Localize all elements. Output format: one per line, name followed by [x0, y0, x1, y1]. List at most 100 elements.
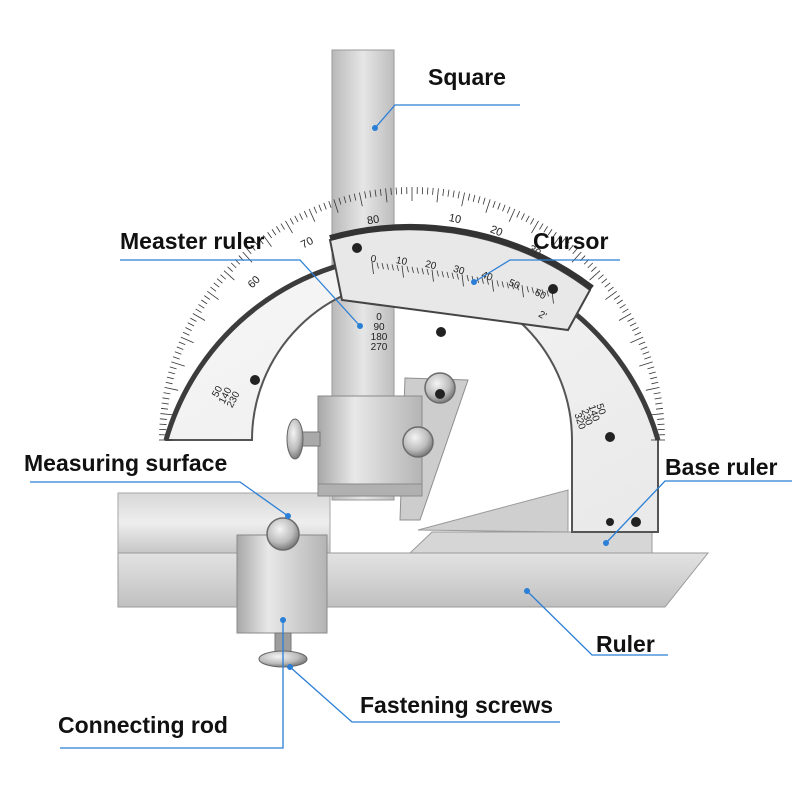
leader-dot	[471, 279, 477, 285]
main-scale-tick	[543, 226, 548, 233]
base-ruler-strip	[408, 531, 653, 554]
vernier-tick	[411, 266, 414, 273]
main-scale-zero-label: 180	[371, 332, 388, 343]
label-measter-ruler: Measter ruler	[120, 228, 265, 254]
side-knob-shaft	[301, 431, 321, 447]
vernier-tick	[526, 286, 529, 293]
main-scale-label: 10	[448, 212, 462, 226]
main-scale-tick	[627, 317, 634, 322]
vernier-tick	[541, 289, 544, 296]
main-scale-side-label: 230	[579, 408, 595, 428]
side-knob-icon	[286, 418, 304, 460]
main-scale-tick	[164, 387, 179, 391]
main-scale-tick	[280, 223, 285, 230]
main-scale-tick	[601, 278, 608, 284]
main-scale-tick	[216, 278, 223, 284]
main-scale-tick	[223, 270, 235, 281]
main-scale-tick	[180, 336, 194, 344]
leader-line	[120, 259, 361, 327]
main-scale-tick	[552, 235, 562, 247]
main-scale-tick	[187, 322, 195, 327]
main-scale-tick	[250, 244, 256, 251]
main-scale-tick	[547, 229, 553, 236]
main-scale-tick	[213, 282, 220, 288]
main-scale-tick	[531, 220, 539, 234]
rivet-icon	[548, 284, 558, 294]
vernier-tick	[441, 271, 444, 278]
label-cursor: Cursor	[533, 228, 609, 254]
main-scale-tick	[657, 418, 665, 420]
vernier-tick	[401, 265, 404, 278]
main-scale-tick	[171, 361, 185, 367]
main-scale-tick	[333, 199, 339, 213]
rivet-icon	[352, 243, 362, 253]
main-scale-tick	[654, 397, 662, 400]
rivet-icon	[250, 375, 260, 385]
main-scale-tick	[589, 270, 601, 281]
leader-dot	[280, 617, 286, 623]
main-scale-tick	[267, 232, 272, 239]
main-scale-tick	[560, 238, 566, 245]
vernier-tick	[536, 288, 539, 295]
main-scale-tick	[308, 208, 316, 222]
label-ruler: Ruler	[596, 631, 655, 657]
vernier-tick	[396, 264, 399, 272]
main-scale-tick	[338, 197, 342, 205]
vernier-tick	[506, 282, 509, 289]
main-scale-tick	[629, 322, 637, 327]
main-scale-tick	[174, 351, 182, 355]
main-scale-tick	[457, 191, 460, 199]
vernier-tick	[546, 290, 549, 297]
main-scale-tick	[587, 262, 594, 269]
vernier-tick	[436, 270, 439, 277]
main-scale-side-label: 320	[572, 412, 588, 432]
vernier-label: 10	[395, 255, 408, 268]
leader-dot	[603, 540, 609, 546]
main-scale-tick	[364, 191, 367, 199]
main-scale-tick	[447, 189, 450, 197]
main-scale-tick	[644, 356, 652, 360]
vernier-tick	[486, 278, 489, 285]
vernier-tick	[451, 272, 454, 279]
main-scale-tick	[192, 313, 206, 321]
vernier-tick	[426, 268, 429, 276]
leader-dot	[357, 323, 363, 329]
main-scale-tick	[379, 188, 382, 196]
main-scale-tick	[492, 200, 496, 208]
main-scale-tick	[568, 244, 574, 251]
main-scale-tick	[168, 371, 176, 375]
main-scale-tick	[508, 208, 516, 222]
main-scale-tick	[653, 392, 661, 395]
main-scale-tick	[649, 413, 664, 416]
main-scale-tick	[613, 295, 620, 300]
main-scale-tick	[618, 313, 632, 321]
main-scale-tick	[246, 248, 252, 255]
main-scale-zero-label: 90	[373, 322, 385, 333]
leader-dot	[524, 588, 530, 594]
vernier-tick	[406, 266, 409, 273]
label-base-ruler: Base ruler	[665, 454, 778, 480]
main-scale-tick	[160, 407, 168, 410]
main-scale-tick	[271, 229, 277, 236]
main-scale-tick	[162, 397, 170, 400]
main-scale-tick	[303, 210, 308, 218]
vernier-label: 60	[533, 287, 548, 302]
vernier-tick	[376, 262, 379, 269]
main-scale-tick	[651, 381, 659, 385]
main-scale-side-label: 50	[210, 384, 225, 399]
main-scale-tick	[640, 346, 648, 350]
slide-knob-icon	[402, 426, 434, 458]
main-scale-tick	[390, 187, 392, 195]
rivet-icon	[436, 327, 446, 337]
label-connecting-rod: Connecting rod	[58, 712, 228, 738]
leader-line	[526, 590, 668, 656]
main-scale-tick	[502, 204, 506, 212]
clamp-knob-icon	[266, 517, 300, 551]
vernier-tick	[431, 269, 434, 282]
main-scale-tick	[642, 351, 650, 355]
main-scale-tick	[285, 220, 293, 234]
main-scale-tick	[616, 299, 623, 305]
leader-dot	[287, 664, 293, 670]
vernier-tick	[481, 277, 484, 284]
